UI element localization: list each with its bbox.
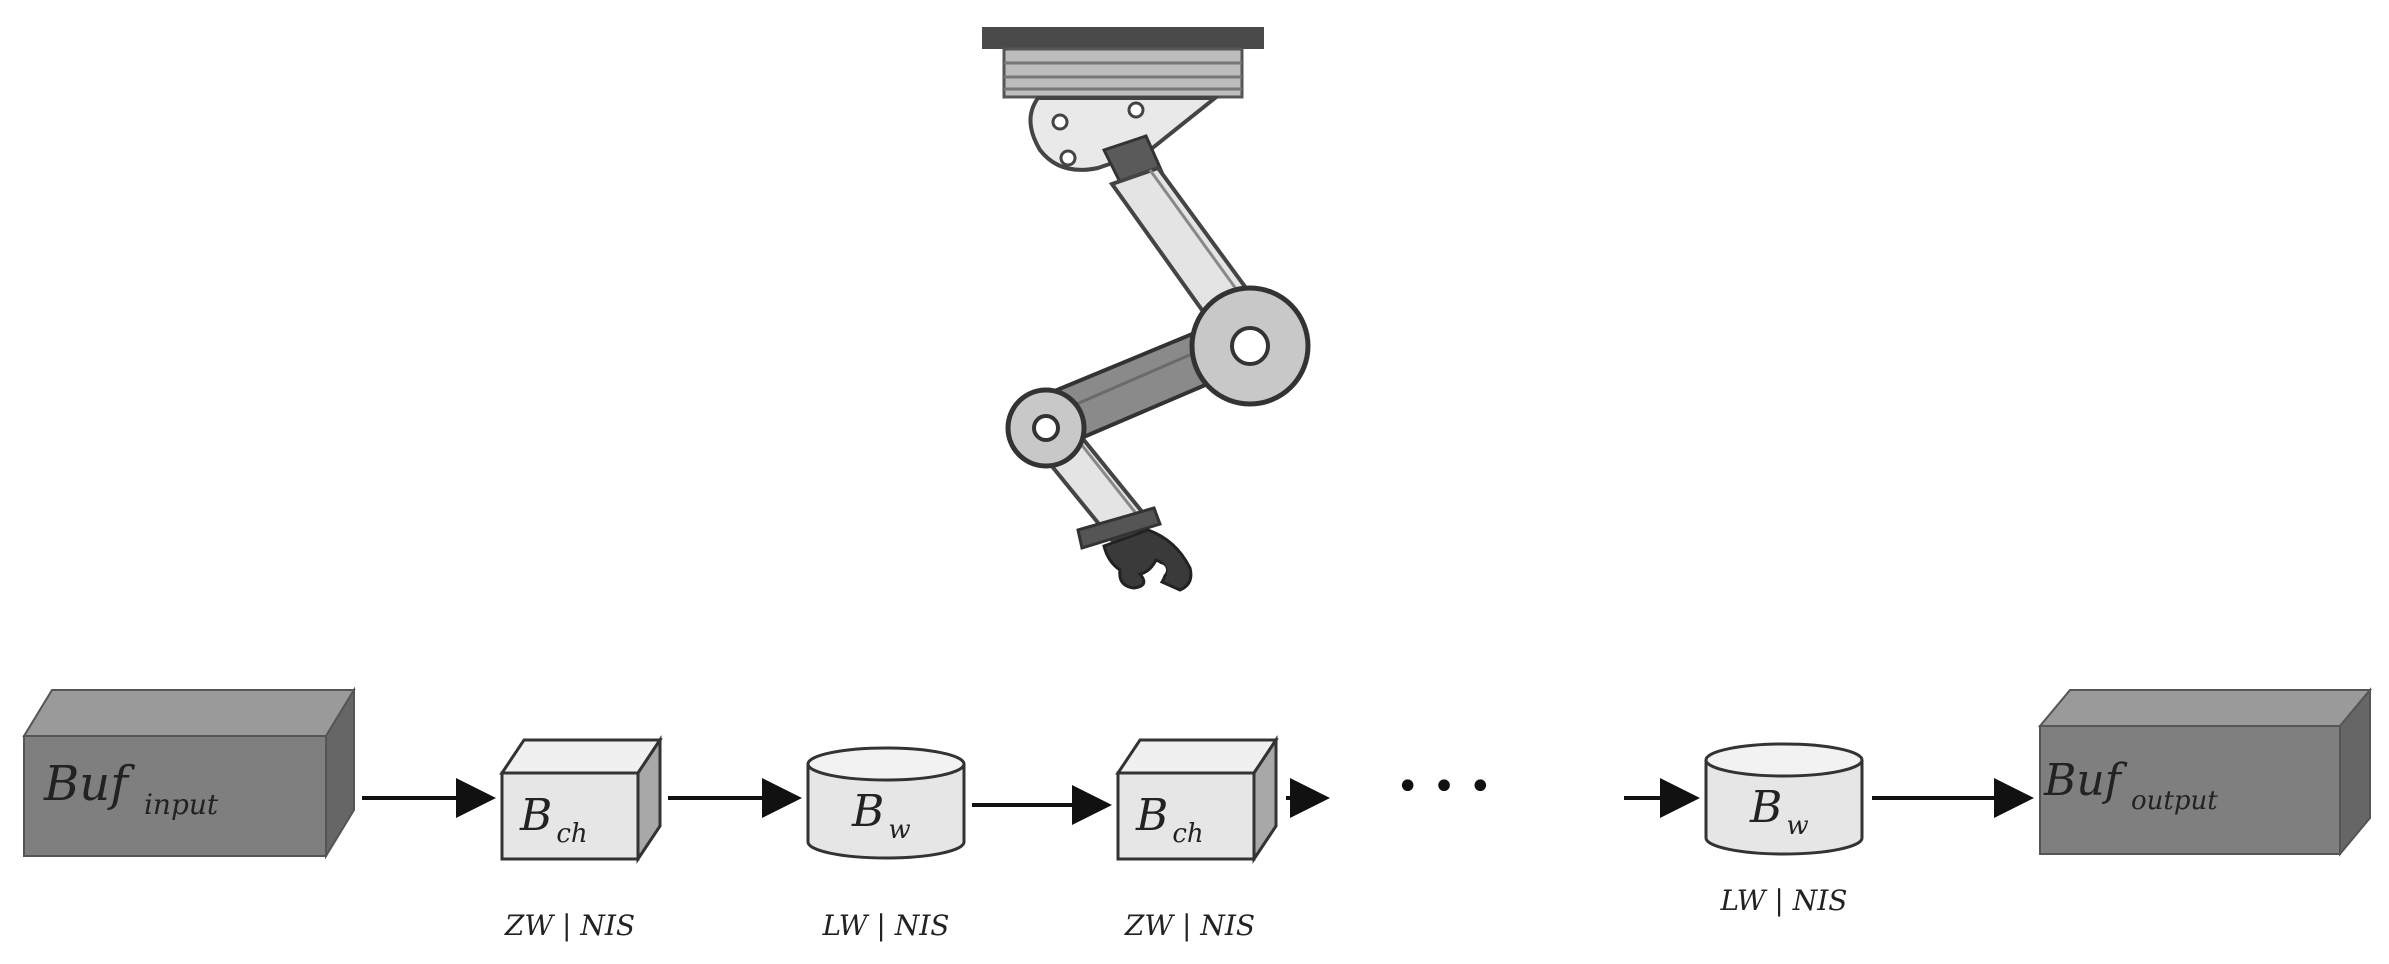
input-buffer-sub: input: [144, 788, 219, 821]
input-buffer: Buf input: [22, 686, 356, 860]
gripper-claw: [1102, 528, 1193, 592]
shoulder-bracket: [1028, 96, 1221, 172]
ellipsis: • • •: [1396, 764, 1492, 810]
flow-arrows: [362, 778, 2034, 825]
station-cube-1-caption: ZW | NIS: [504, 909, 635, 942]
station-cylinder-2-caption: LW | NIS: [1720, 884, 1848, 917]
output-buffer-base: Buf: [2043, 755, 2128, 806]
output-buffer-sub: output: [2131, 786, 2218, 816]
station-cylinder-1-caption: LW | NIS: [822, 909, 950, 942]
input-buffer-base: Buf: [43, 756, 135, 812]
robot-arm-icon: [982, 27, 1311, 592]
station-cube-2-caption: ZW | NIS: [1124, 909, 1255, 942]
mount-plate: [982, 27, 1264, 49]
input-buffer-label: Buf input: [43, 756, 219, 821]
gripper-plate: [1076, 506, 1162, 550]
